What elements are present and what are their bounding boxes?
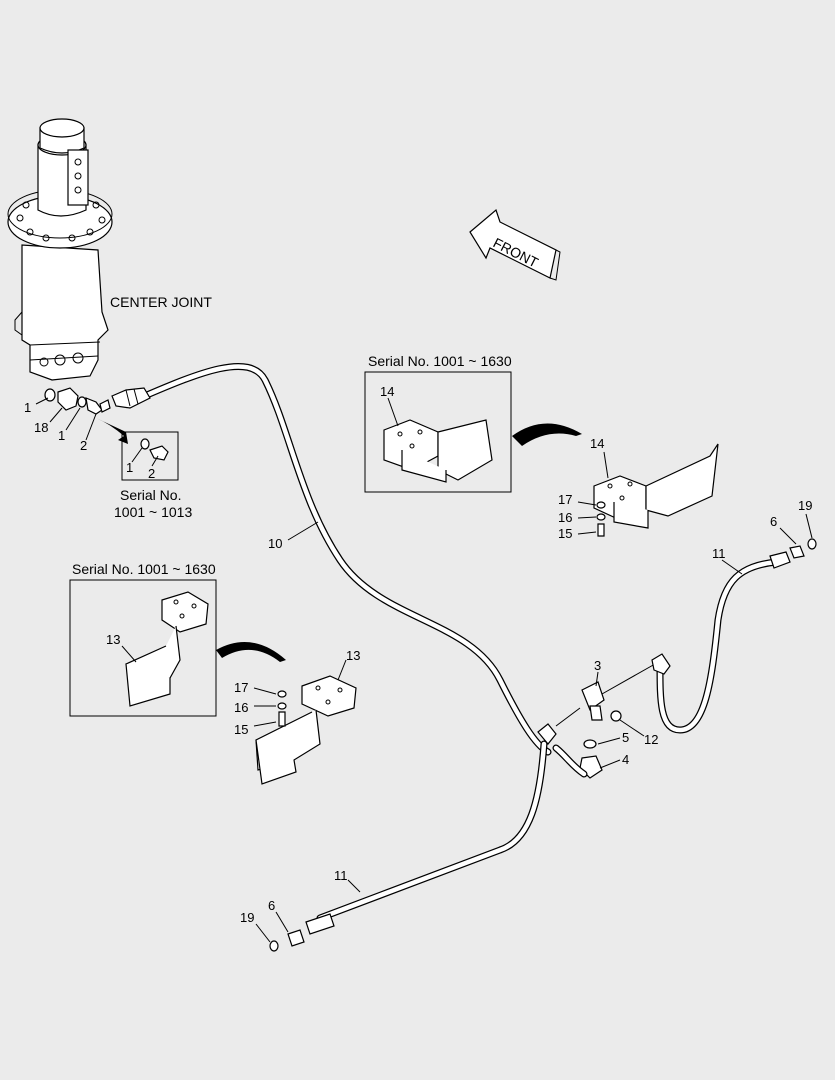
serial-inset-c	[69, 579, 217, 717]
callout-15: 15	[234, 722, 248, 737]
callout-1: 1	[126, 460, 133, 475]
callout-6: 6	[770, 514, 777, 529]
callout-5: 5	[622, 730, 629, 745]
callout-1: 1	[24, 400, 31, 415]
top-left-fittings	[44, 387, 111, 415]
callout-13: 13	[106, 632, 120, 647]
callout-3: 3	[594, 658, 601, 673]
front-arrow: FRONT	[469, 208, 561, 281]
callout-2: 2	[80, 438, 87, 453]
callout-6: 6	[268, 898, 275, 913]
callout-11: 11	[712, 546, 726, 561]
callout-14: 14	[590, 436, 604, 451]
serial-c-label: Serial No. 1001 ~ 1630	[72, 561, 216, 577]
bracket-14-inset	[383, 419, 493, 483]
callout-13: 13	[346, 648, 360, 663]
callout-15: 15	[558, 526, 572, 541]
center-joint-illustration	[7, 118, 113, 381]
callout-14: 14	[380, 384, 394, 399]
callout-17: 17	[234, 680, 248, 695]
serial-a-label: Serial No.	[120, 487, 181, 503]
serial-b-label: Serial No. 1001 ~ 1630	[368, 353, 512, 369]
callout-4: 4	[622, 752, 629, 767]
arrow-to-inset	[96, 418, 128, 444]
callout-17: 17	[558, 492, 572, 507]
callout-19: 19	[798, 498, 812, 513]
callout-16: 16	[234, 700, 248, 715]
callout-1: 1	[58, 428, 65, 443]
hose-11-right	[651, 538, 817, 734]
callout-2: 2	[148, 466, 155, 481]
bracket-14	[593, 443, 719, 529]
callout-19: 19	[240, 910, 254, 925]
bracket-13-inset	[125, 591, 209, 707]
hose-10	[111, 363, 552, 756]
callout-12: 12	[644, 732, 658, 747]
center-joint-label: CENTER JOINT	[110, 294, 212, 310]
serial-inset-b	[364, 371, 512, 493]
bracket-13	[255, 675, 357, 785]
callout-10: 10	[268, 536, 282, 551]
serial-a-range: 1001 ~ 1013	[114, 504, 192, 520]
callout-16: 16	[558, 510, 572, 525]
callout-11: 11	[334, 868, 348, 883]
arrow-inset-b	[512, 423, 582, 446]
arrow-inset-c	[216, 642, 286, 662]
tee-block	[579, 681, 622, 779]
callout-18: 18	[34, 420, 48, 435]
hose-11-bottom	[269, 723, 588, 952]
serial-inset-a	[121, 431, 179, 481]
